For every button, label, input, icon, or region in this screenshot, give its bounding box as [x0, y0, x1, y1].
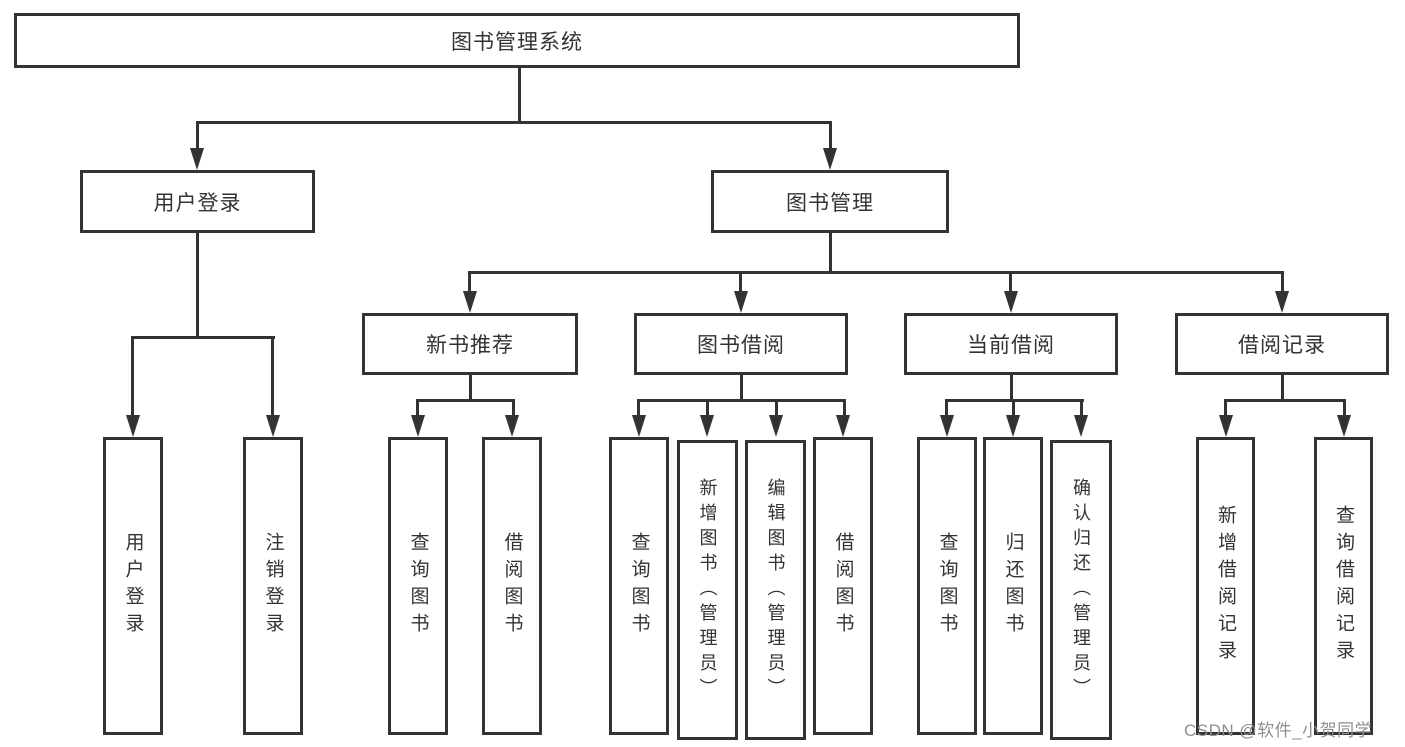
connector-new-book-branch	[416, 399, 515, 402]
connector-book-management-stem	[829, 231, 832, 273]
connector-leaf-query-record-drop	[1343, 399, 1346, 419]
arrowhead-current-borrow-icon	[1004, 291, 1018, 313]
leaf-borrow-books-borrow: 借阅图书	[813, 437, 873, 735]
node-user-login-label: 用户登录	[153, 191, 242, 215]
watermark-text: CSDN @软件_小贺同学	[1184, 721, 1373, 740]
connector-current-borrow-drop	[1009, 271, 1012, 295]
arrowhead-leaf-return-icon	[1006, 415, 1020, 437]
arrowhead-book-management-icon	[823, 148, 837, 170]
connector-user-login-drop	[196, 121, 199, 151]
connector-current-borrow-stem	[1010, 373, 1013, 402]
node-user-login: 用户登录	[80, 170, 315, 233]
node-library-system-label: 图书管理系统	[451, 30, 583, 54]
leaf-return-books: 归还图书	[983, 437, 1043, 735]
arrowhead-new-book-icon	[463, 291, 477, 313]
leaf-return-books-label: 归还图书	[1002, 532, 1024, 640]
node-book-borrow-label: 图书借阅	[697, 334, 785, 357]
node-book-management-label: 图书管理	[786, 191, 874, 215]
connector-leaf-logout-drop	[271, 336, 274, 420]
connector-root-stem	[518, 66, 521, 123]
connector-leaf-return-drop	[1012, 399, 1015, 419]
connector-new-book-drop	[468, 271, 471, 295]
connector-leaf-query-current-drop	[945, 399, 948, 419]
leaf-user-login-label: 用户登录	[122, 532, 144, 640]
node-new-book-recommend-label: 新书推荐	[426, 334, 514, 357]
leaf-borrow-books-recommend-label: 借阅图书	[501, 532, 523, 640]
connector-book-borrow-branch	[637, 399, 846, 402]
leaf-confirm-return-admin-label: 确认归还（管理员）	[1071, 477, 1091, 703]
connector-book-management-drop	[829, 121, 832, 151]
connector-leaf-edit-book-drop	[775, 399, 778, 419]
connector-leaf-confirm-return-drop	[1080, 399, 1083, 419]
connector-leaf-user-login-drop	[131, 336, 134, 420]
connector-leaf-add-book-drop	[706, 399, 709, 419]
connector-leaf-borrow-recommend-drop	[512, 399, 515, 419]
arrowhead-leaf-confirm-return-icon	[1074, 415, 1088, 437]
connector-borrow-records-branch	[1224, 399, 1346, 402]
arrowhead-leaf-add-record-icon	[1219, 415, 1233, 437]
leaf-add-book-admin: 新增图书（管理员）	[677, 440, 738, 740]
arrowhead-leaf-edit-book-icon	[769, 415, 783, 437]
node-book-borrow: 图书借阅	[634, 313, 848, 375]
leaf-confirm-return-admin: 确认归还（管理员）	[1050, 440, 1112, 740]
connector-level2-branch	[196, 121, 832, 124]
node-library-system: 图书管理系统	[14, 13, 1020, 68]
leaf-user-login: 用户登录	[103, 437, 163, 735]
leaf-add-borrow-record: 新增借阅记录	[1196, 437, 1255, 735]
connector-borrow-records-stem	[1281, 373, 1284, 402]
connector-new-book-stem	[469, 373, 472, 402]
connector-leaf-query-recommend-drop	[416, 399, 419, 419]
arrowhead-leaf-borrow-recommend-icon	[505, 415, 519, 437]
arrowhead-leaf-logout-icon	[266, 415, 280, 437]
arrowhead-borrow-records-icon	[1275, 291, 1289, 313]
arrowhead-book-borrow-icon	[734, 291, 748, 313]
connector-leaf-borrow-borrow-drop	[843, 399, 846, 419]
connector-book-borrow-drop	[739, 271, 742, 295]
connector-level3-branch	[468, 271, 1284, 274]
arrowhead-leaf-user-login-icon	[126, 415, 140, 437]
node-current-borrow: 当前借阅	[904, 313, 1118, 375]
connector-leaf-query-borrow-drop	[637, 399, 640, 419]
arrowhead-leaf-query-borrow-icon	[632, 415, 646, 437]
node-current-borrow-label: 当前借阅	[967, 334, 1055, 357]
connector-user-login-branch	[131, 336, 275, 339]
leaf-edit-book-admin: 编辑图书（管理员）	[745, 440, 806, 740]
leaf-add-book-admin-label: 新增图书（管理员）	[697, 477, 718, 703]
arrowhead-user-login-icon	[190, 148, 204, 170]
arrowhead-leaf-query-current-icon	[940, 415, 954, 437]
node-borrow-records-label: 借阅记录	[1238, 334, 1326, 357]
leaf-query-borrow-record: 查询借阅记录	[1314, 437, 1373, 735]
arrowhead-leaf-query-recommend-icon	[411, 415, 425, 437]
leaf-logout: 注销登录	[243, 437, 303, 735]
node-book-management: 图书管理	[711, 170, 949, 233]
arrowhead-leaf-query-record-icon	[1337, 415, 1351, 437]
node-new-book-recommend: 新书推荐	[362, 313, 578, 375]
leaf-borrow-books-borrow-label: 借阅图书	[832, 532, 854, 640]
arrowhead-leaf-borrow-borrow-icon	[836, 415, 850, 437]
leaf-query-books-current-label: 查询图书	[936, 532, 958, 640]
leaf-query-books-borrow-label: 查询图书	[628, 532, 650, 640]
leaf-query-books-current: 查询图书	[917, 437, 977, 735]
connector-user-login-stem	[196, 231, 199, 338]
connector-book-borrow-stem	[740, 373, 743, 402]
node-borrow-records: 借阅记录	[1175, 313, 1389, 375]
leaf-query-borrow-record-label: 查询借阅记录	[1333, 505, 1354, 667]
leaf-edit-book-admin-label: 编辑图书（管理员）	[765, 477, 786, 703]
leaf-logout-label: 注销登录	[262, 532, 284, 640]
leaf-query-books-recommend: 查询图书	[388, 437, 448, 735]
arrowhead-leaf-add-book-icon	[700, 415, 714, 437]
leaf-add-borrow-record-label: 新增借阅记录	[1215, 505, 1236, 667]
leaf-query-books-borrow: 查询图书	[609, 437, 669, 735]
connector-borrow-records-drop	[1281, 271, 1284, 295]
leaf-borrow-books-recommend: 借阅图书	[482, 437, 542, 735]
connector-leaf-add-record-drop	[1224, 399, 1227, 419]
leaf-query-books-recommend-label: 查询图书	[407, 532, 429, 640]
